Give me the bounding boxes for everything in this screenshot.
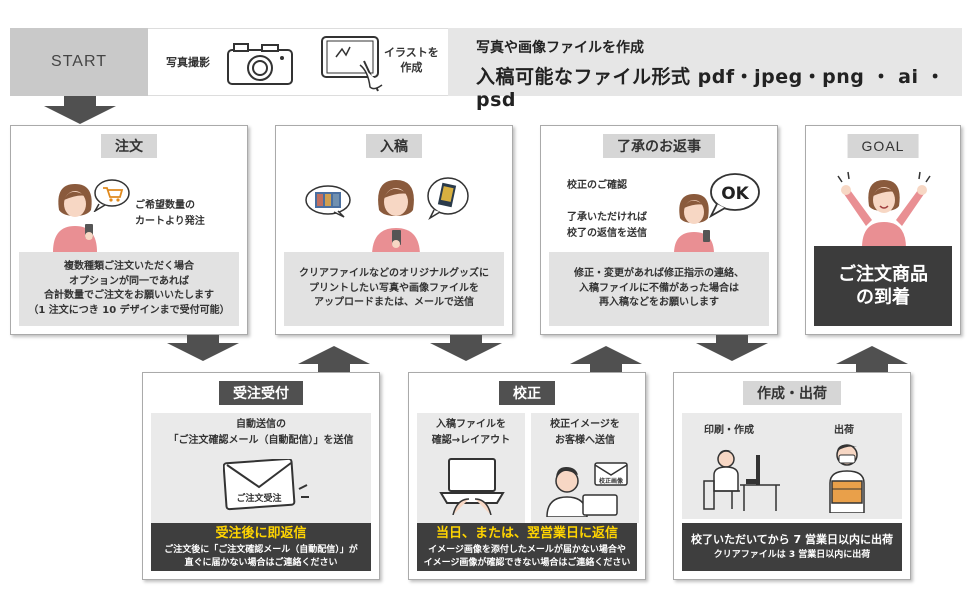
reply-notes: 修正・変更があれば修正指示の連絡、 入稿ファイルに不備があった場合は 再入稿など… — [549, 252, 769, 326]
ship-foot-main: 校了いただいてから 7 営業日以内に出荷 — [691, 533, 893, 547]
celebrating-woman-icon — [837, 171, 931, 248]
envelope-icon: ご注文受注 — [223, 459, 309, 511]
step-reply-card: 了承のお返事 校正のご確認 了承いただければ 校了の返信を送信 OK 修正・変更… — [540, 125, 778, 335]
reply-line3: 校了の返信を送信 — [567, 228, 647, 239]
down-arrow-to-proof — [430, 335, 502, 361]
laptop-typing-icon — [439, 458, 505, 515]
accept-highlight: 受注後に即返信 — [215, 526, 307, 542]
step-ship-label: 作成・出荷 — [743, 381, 841, 405]
reply-note-1: 修正・変更があれば修正指示の連絡、 — [574, 268, 744, 280]
woman-with-phone-icon — [674, 194, 714, 254]
ship-panel — [682, 413, 902, 519]
shipper-with-box-icon — [829, 444, 865, 513]
order-notes: 複数種類ご注文いただく場合 オプションが同一であれば 合計数量でご注文をお願いい… — [19, 252, 239, 326]
accept-text: 自動送信の 「ご注文確認メール（自動配信）」を送信 — [151, 417, 371, 449]
down-arrow-to-accept — [167, 335, 239, 361]
goal-banner-line2: の到着 — [856, 287, 910, 308]
step-accept-card: 受注受付 自動送信の 「ご注文確認メール（自動配信）」を送信 ご注文受注 受注後… — [142, 372, 380, 580]
file-format-heading: 入稿可能なファイル形式 pdf・jpeg・png ・ ai ・ psd — [476, 66, 946, 111]
ship-footer: 校了いただいてから 7 営業日以内に出荷 クリアファイルは 3 営業日以内に出荷 — [682, 523, 902, 571]
goal-banner: ご注文商品 の到着 — [814, 246, 952, 326]
submit-note-2: プリントしたい写真や画像ファイルを — [309, 282, 479, 294]
order-note-1: 複数種類ご注文いただく場合 — [64, 261, 194, 272]
file-create-heading: 写真や画像ファイルを作成 — [476, 40, 644, 56]
woman-with-phone-icon — [53, 184, 97, 252]
order-bubble-text: ご希望数量の カートより発注 — [135, 198, 205, 230]
order-note-4: （1 注文につき 10 デザインまで受付可能） — [28, 304, 230, 316]
accept-line2: 「ご注文確認メール（自動配信）」を送信 — [168, 435, 354, 446]
submit-note-3: アップロードまたは、メールで送信 — [314, 297, 474, 309]
proof-right-text: 校正イメージを お客様へ送信 — [531, 417, 639, 449]
step-reply-label: 了承のお返事 — [603, 134, 715, 158]
ok-bubble-icon: OK — [708, 173, 760, 218]
top-band: START 写真撮影 イラストを 作成 写真や画像ファイルを作成 入稿可能なファ… — [10, 28, 962, 111]
submit-note-1: クリアファイルなどのオリジナルグッズに — [299, 268, 489, 280]
down-arrow-to-ship — [696, 335, 768, 361]
proof-left-text: 入稿ファイルを 確認→レイアウト — [417, 417, 525, 449]
proof-envelope-label: 校正画像 — [599, 477, 624, 485]
worker-at-desk-icon — [703, 449, 780, 511]
illust-label-line1: イラストを — [384, 46, 439, 59]
proof-footer: 当日、または、翌営業日に返信 イメージ画像を添付したメールが届かない場合や イメ… — [417, 523, 637, 571]
step-order-label: 注文 — [101, 134, 157, 158]
start-down-arrow — [44, 96, 116, 124]
photo-label: 写真撮影 — [166, 56, 210, 69]
step-goal-card: GOAL ご注文商品 の到着 — [805, 125, 961, 335]
proof-sub-2: イメージ画像が確認できない場合はご連絡ください — [423, 557, 631, 568]
reply-note-2: 入稿ファイルに不備があった場合は — [579, 282, 739, 294]
proof-left-line2: 確認→レイアウト — [431, 435, 511, 446]
reply-line1: 校正のご確認 — [567, 180, 627, 191]
step-proof-label: 校正 — [499, 381, 555, 405]
proof-highlight: 当日、または、翌営業日に返信 — [435, 526, 618, 542]
ship-right-label: 出荷 — [834, 425, 854, 436]
step-submit-card: 入稿 クリアファイルなどのオリジナルグッズに プリントしたい写真や画像ファイルを… — [275, 125, 513, 335]
accept-footer: 受注後に即返信 ご注文後に「ご注文確認メール（自動配信）」が 直ぐに届かない場合… — [151, 523, 371, 571]
camera-icon — [227, 43, 293, 85]
step-accept-label: 受注受付 — [219, 381, 303, 405]
woman-with-phone-icon — [372, 180, 420, 256]
reply-line2: 了承いただければ — [567, 212, 647, 223]
submit-notes: クリアファイルなどのオリジナルグッズに プリントしたい写真や画像ファイルを アッ… — [284, 252, 504, 326]
ok-text: OK — [721, 184, 749, 204]
accept-sub-1: ご注文後に「ご注文確認メール（自動配信）」が — [164, 544, 358, 555]
accept-line1: 自動送信の — [236, 419, 286, 430]
step-ship-card: 作成・出荷 印刷・作成 出荷 校了いただいてから 7 営業日以内に出荷 クリアフ… — [673, 372, 911, 580]
photo-bubble-icon — [305, 185, 351, 218]
proof-sub-1: イメージ画像を添付したメールが届かない場合や — [428, 544, 626, 555]
step-goal-label: GOAL — [847, 134, 919, 158]
order-bubble-line1: ご希望数量の — [135, 200, 195, 211]
step-proof-card: 校正 入稿ファイルを 確認→レイアウト 校正イメージを お客様へ送信 校正画像 … — [408, 372, 646, 580]
tablet-drawing-icon — [321, 36, 383, 92]
order-note-3: 合計数量でご注文をお願いいたします — [44, 290, 214, 301]
illust-label-line2: 作成 — [400, 61, 423, 75]
up-arrow-to-reply — [570, 346, 642, 372]
man-at-laptop-icon: 校正画像 — [546, 462, 628, 517]
goal-banner-line1: ご注文商品 — [838, 263, 928, 285]
order-note-2: オプションが同一であれば — [69, 275, 189, 287]
ship-foot-sub: クリアファイルは 3 営業日以内に出荷 — [713, 549, 871, 560]
cart-bubble-icon — [93, 179, 130, 212]
order-bubble-line2: カートより発注 — [135, 216, 205, 227]
proof-right-line1: 校正イメージを — [550, 419, 620, 430]
illust-label: イラストを 作成 — [384, 45, 439, 76]
file-format-panel: 写真や画像ファイルを作成 入稿可能なファイル形式 pdf・jpeg・png ・ … — [448, 28, 962, 111]
start-box: START — [10, 28, 148, 96]
reply-note-3: 再入稿などをお願いします — [599, 297, 719, 309]
up-arrow-to-submit — [298, 346, 370, 372]
top-preparation: 写真撮影 イラストを 作成 — [148, 28, 448, 96]
envelope-label: ご注文受注 — [236, 492, 281, 504]
proof-left-line1: 入稿ファイルを — [436, 419, 506, 430]
accept-sub-2: 直ぐに届かない場合はご連絡ください — [184, 557, 338, 568]
image-bubble-icon — [427, 177, 469, 220]
step-order-card: 注文 ご希望数量の カートより発注 複数種類ご注文いただく場合 オプションが同一… — [10, 125, 248, 335]
ship-left-label: 印刷・作成 — [704, 425, 754, 436]
up-arrow-to-goal — [836, 346, 908, 372]
proof-right-line2: お客様へ送信 — [555, 435, 615, 446]
step-submit-label: 入稿 — [366, 134, 422, 158]
